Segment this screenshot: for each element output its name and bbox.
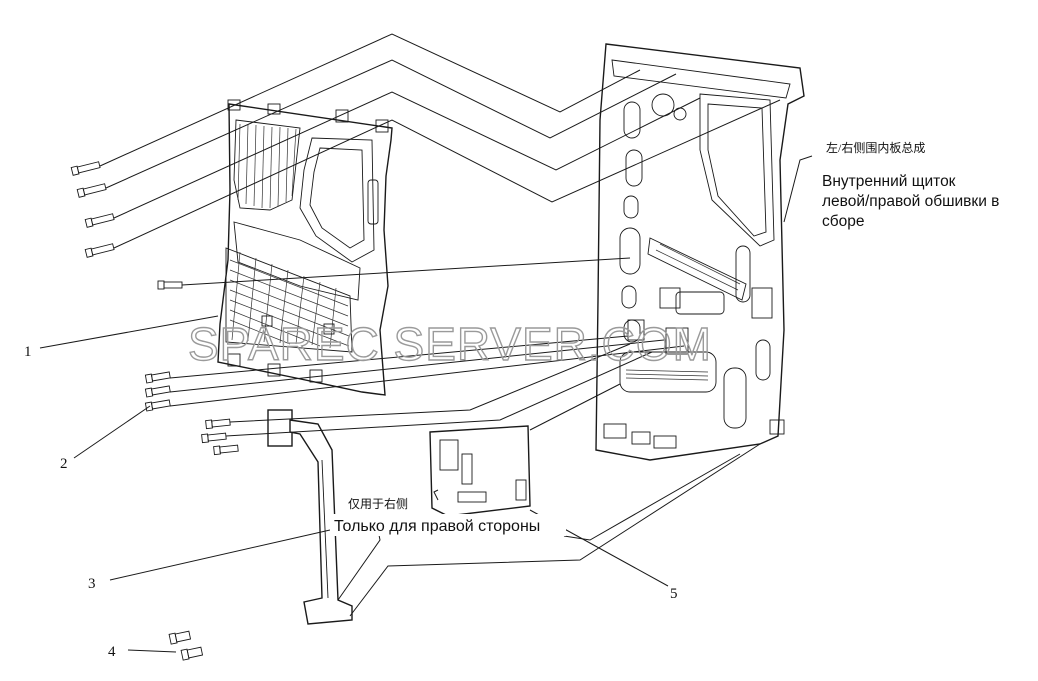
bolt-set-bracket	[201, 418, 239, 456]
right-side-note-russian: Только для правой стороны	[334, 518, 540, 535]
callout-5: 5	[670, 586, 678, 602]
assembly-label-ru-line3: сборе	[822, 213, 865, 230]
assembly-label-ru-line2: левой/правой обшивки в	[822, 193, 999, 210]
assembly-label-chinese: 左/右侧围内板总成	[826, 140, 925, 155]
callout-4: 4	[108, 644, 116, 660]
leader-lines	[39, 33, 813, 653]
right-side-note-chinese: 仅用于右侧	[348, 496, 408, 511]
trim-panel-left	[217, 99, 393, 396]
watermark-text: SPAREC SERVER.COM	[188, 318, 712, 370]
assembly-label-ru-line1: Внутренний щиток	[822, 173, 956, 190]
bolt-set-part-4	[168, 630, 204, 661]
reinforcement-plate	[429, 425, 531, 517]
support-bracket	[267, 409, 353, 625]
callout-1: 1	[24, 344, 32, 360]
bolt-set-part-2	[144, 371, 171, 412]
inner-side-panel-assembly	[595, 43, 805, 461]
callout-2: 2	[60, 456, 68, 472]
bolt-set-top	[70, 161, 183, 290]
callout-3: 3	[88, 576, 96, 592]
